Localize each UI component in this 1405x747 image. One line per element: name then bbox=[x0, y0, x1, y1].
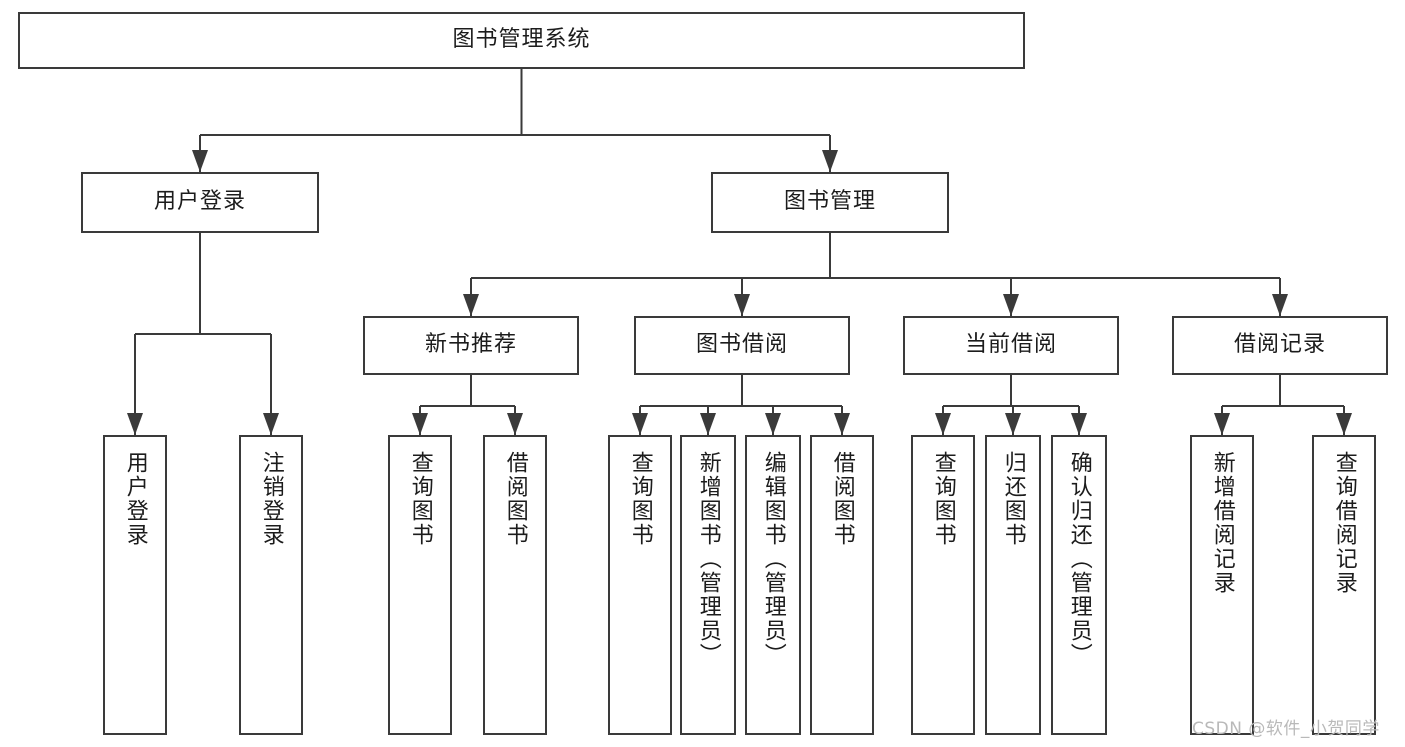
node-user-login-module[interactable]: 用户登录 bbox=[81, 172, 319, 233]
node-label: 查询图书 bbox=[627, 451, 653, 547]
node-leaf-borrow-add-book[interactable]: 新增图书（管理员） bbox=[680, 435, 736, 735]
node-leaf-user-login[interactable]: 用户登录 bbox=[103, 435, 167, 735]
node-label: 查询图书 bbox=[930, 451, 956, 547]
node-leaf-current-confirm-return[interactable]: 确认归还（管理员） bbox=[1051, 435, 1107, 735]
node-leaf-user-logout[interactable]: 注销登录 bbox=[239, 435, 303, 735]
node-leaf-borrow-query[interactable]: 查询图书 bbox=[608, 435, 672, 735]
node-label: 查询图书 bbox=[407, 451, 433, 547]
node-leaf-borrow-book[interactable]: 借阅图书 bbox=[810, 435, 874, 735]
node-book-management-module[interactable]: 图书管理 bbox=[711, 172, 949, 233]
node-label: 借阅图书 bbox=[502, 451, 528, 547]
node-label: 借阅记录 bbox=[1233, 332, 1326, 358]
node-label: 注销登录 bbox=[258, 451, 284, 547]
node-label: 查询借阅记录 bbox=[1331, 451, 1357, 595]
node-label: 图书管理 bbox=[783, 189, 876, 215]
node-leaf-record-query[interactable]: 查询借阅记录 bbox=[1312, 435, 1376, 735]
node-leaf-record-add[interactable]: 新增借阅记录 bbox=[1190, 435, 1254, 735]
node-label: 新书推荐 bbox=[424, 332, 517, 358]
node-leaf-newbook-borrow[interactable]: 借阅图书 bbox=[483, 435, 547, 735]
node-label: 归还图书 bbox=[1000, 451, 1026, 547]
node-leaf-newbook-query[interactable]: 查询图书 bbox=[388, 435, 452, 735]
node-leaf-borrow-edit-book[interactable]: 编辑图书（管理员） bbox=[745, 435, 801, 735]
node-current-borrow[interactable]: 当前借阅 bbox=[903, 316, 1119, 375]
node-label: 新增图书（管理员） bbox=[695, 451, 721, 667]
node-label: 编辑图书（管理员） bbox=[760, 451, 786, 667]
node-label: 图书管理系统 bbox=[452, 27, 591, 53]
node-root[interactable]: 图书管理系统 bbox=[18, 12, 1025, 69]
node-leaf-current-return[interactable]: 归还图书 bbox=[985, 435, 1041, 735]
node-leaf-current-query[interactable]: 查询图书 bbox=[911, 435, 975, 735]
node-label: 借阅图书 bbox=[829, 451, 855, 547]
node-label: 用户登录 bbox=[153, 189, 246, 215]
node-label: 用户登录 bbox=[122, 451, 148, 547]
node-borrow-record[interactable]: 借阅记录 bbox=[1172, 316, 1388, 375]
node-label: 确认归还（管理员） bbox=[1066, 451, 1092, 667]
node-book-borrow[interactable]: 图书借阅 bbox=[634, 316, 850, 375]
node-label: 新增借阅记录 bbox=[1209, 451, 1235, 595]
csdn-watermark: CSDN @软件_小贺同学 bbox=[1192, 719, 1380, 739]
node-label: 当前借阅 bbox=[964, 332, 1057, 358]
node-new-book-recommend[interactable]: 新书推荐 bbox=[363, 316, 579, 375]
node-label: 图书借阅 bbox=[695, 332, 788, 358]
